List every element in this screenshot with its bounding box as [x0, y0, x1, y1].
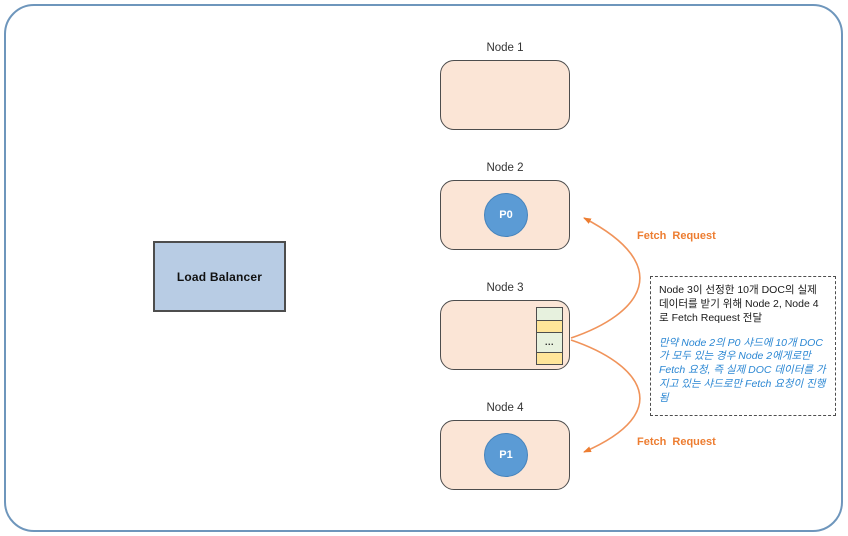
- shard-p0-circle: P0: [484, 193, 528, 237]
- buffer-row-dots: ...: [537, 332, 562, 352]
- load-balancer-label: Load Balancer: [176, 269, 263, 284]
- buffer-row: [537, 320, 562, 332]
- shard-p0-label: P0: [499, 209, 513, 221]
- node3-doc-buffer-table: ...: [536, 307, 563, 365]
- node4-label: Node 4: [486, 402, 524, 414]
- node2-label: Node 2: [486, 162, 524, 174]
- note-primary-text: Node 3이 선정한 10개 DOC의 실제 데이터를 받기 위해 Node …: [659, 284, 819, 324]
- fetch-request-label-top: Fetch Request: [637, 230, 716, 242]
- fetch-request-label-bottom: Fetch Request: [637, 436, 716, 448]
- node1-box: [440, 60, 570, 130]
- shard-p1-label: P1: [499, 449, 513, 461]
- node1-label: Node 1: [486, 42, 524, 54]
- node3-label: Node 3: [486, 282, 524, 294]
- fetch-arrow-to-node4: [570, 339, 641, 453]
- load-balancer-box: Load Balancer: [153, 241, 286, 312]
- buffer-row: [537, 352, 562, 364]
- note-box: Node 3이 선정한 10개 DOC의 실제 데이터를 받기 위해 Node …: [650, 276, 836, 416]
- note-secondary-text: 만약 Node 2의 P0 샤드에 10개 DOC가 모두 있는 경우 Node…: [659, 336, 826, 405]
- shard-p1-circle: P1: [484, 433, 528, 477]
- buffer-row: [537, 308, 562, 320]
- outer-frame: [4, 4, 843, 532]
- fetch-arrow-to-node2: [570, 217, 641, 339]
